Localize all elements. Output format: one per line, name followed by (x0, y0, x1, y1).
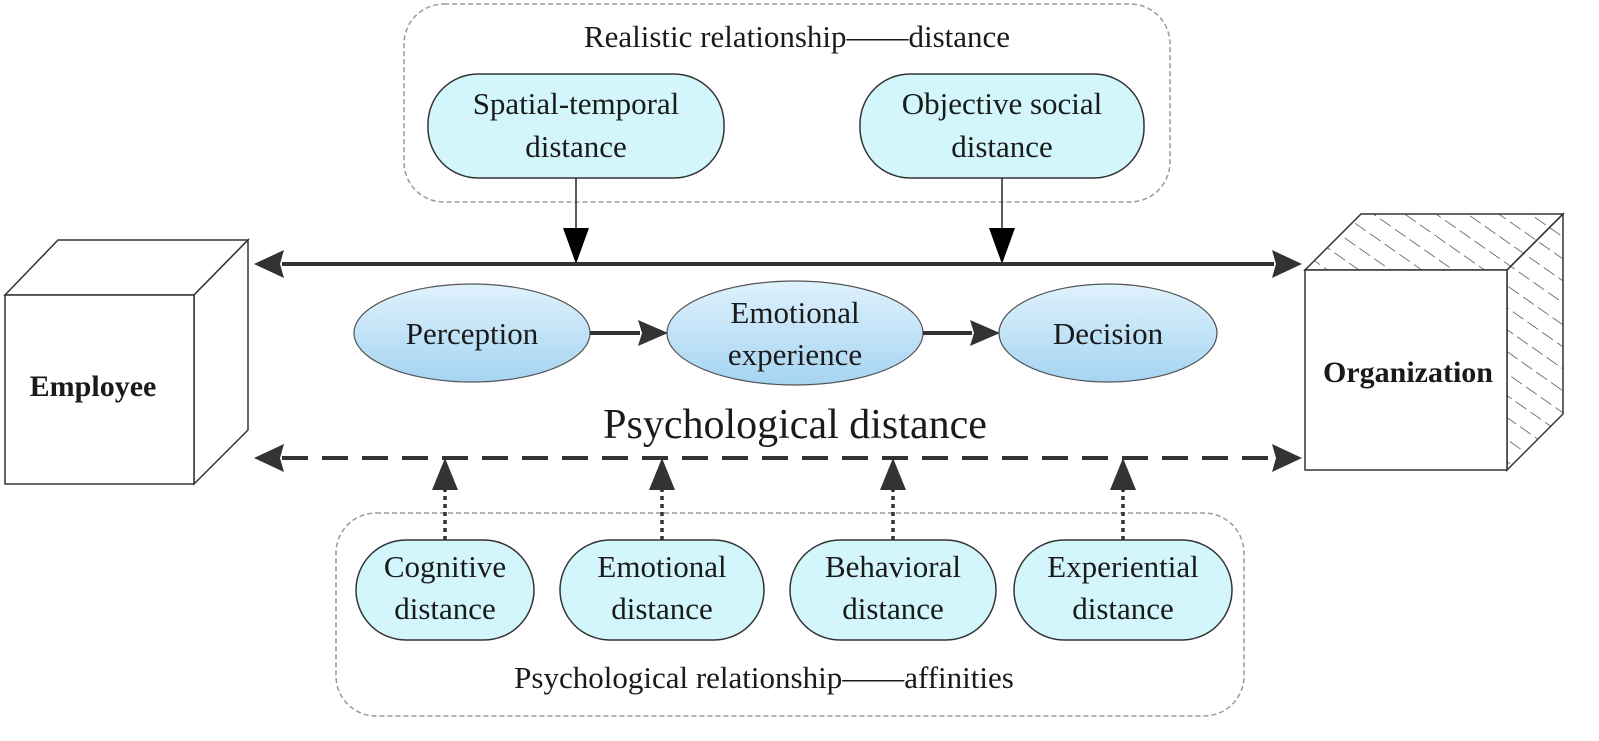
behavioral-line1: Behavioral (825, 549, 961, 584)
realistic-distance-arrow (254, 250, 1302, 278)
psychological-relationship-group: Cognitive distance Emotional distance Be… (335, 458, 1245, 717)
perception-label: Perception (406, 316, 539, 351)
cognitive-line2: distance (394, 591, 496, 626)
experiential-distance-node: Experiential distance (1013, 539, 1233, 641)
employee-label: Employee (30, 370, 157, 403)
decision-label: Decision (1053, 316, 1164, 351)
objective-social-line1: Objective social (902, 86, 1103, 121)
process-arrows (590, 320, 1000, 346)
emotional-experience-line1: Emotional (730, 295, 859, 330)
affinity-connector-arrows (432, 458, 1136, 540)
objective-social-line2: distance (951, 129, 1053, 164)
objective-social-node: Objective social distance (859, 73, 1145, 179)
perception-node: Perception (353, 283, 591, 383)
emotional-distance-line1: Emotional (597, 549, 726, 584)
psychological-distance-arrow (254, 444, 1302, 472)
realistic-connector-arrows (563, 178, 1015, 264)
cognitive-distance-node: Cognitive distance (355, 539, 535, 641)
experiential-line2: distance (1072, 591, 1174, 626)
behavioral-distance-node: Behavioral distance (789, 539, 997, 641)
realistic-group-frame (403, 3, 1171, 203)
psychological-distance-title: Psychological distance (603, 402, 987, 448)
spatial-temporal-line1: Spatial-temporal (473, 86, 680, 121)
cognitive-line1: Cognitive (384, 549, 506, 584)
emotional-distance-node: Emotional distance (559, 539, 765, 641)
psychological-group-frame (335, 512, 1245, 717)
experiential-line1: Experiential (1047, 549, 1199, 584)
spatial-temporal-line2: distance (525, 129, 627, 164)
emotional-experience-line2: experience (728, 337, 862, 372)
organization-cube: Organization (1303, 212, 1565, 472)
emotional-distance-line2: distance (611, 591, 713, 626)
organization-label: Organization (1323, 356, 1493, 389)
behavioral-line2: distance (842, 591, 944, 626)
decision-node: Decision (998, 283, 1218, 383)
emotional-experience-node: Emotional experience (666, 280, 924, 386)
psychological-group-title: Psychological relationship——affinities (514, 660, 1014, 695)
process-flow: Perception Emotional experience Decision (353, 280, 1218, 386)
employee-cube: Employee (3, 238, 250, 486)
spatial-temporal-node: Spatial-temporal distance (427, 73, 725, 179)
realistic-group-title: Realistic relationship——distance (584, 19, 1010, 54)
realistic-relationship-group: Realistic relationship——distance Spatial… (403, 3, 1171, 264)
